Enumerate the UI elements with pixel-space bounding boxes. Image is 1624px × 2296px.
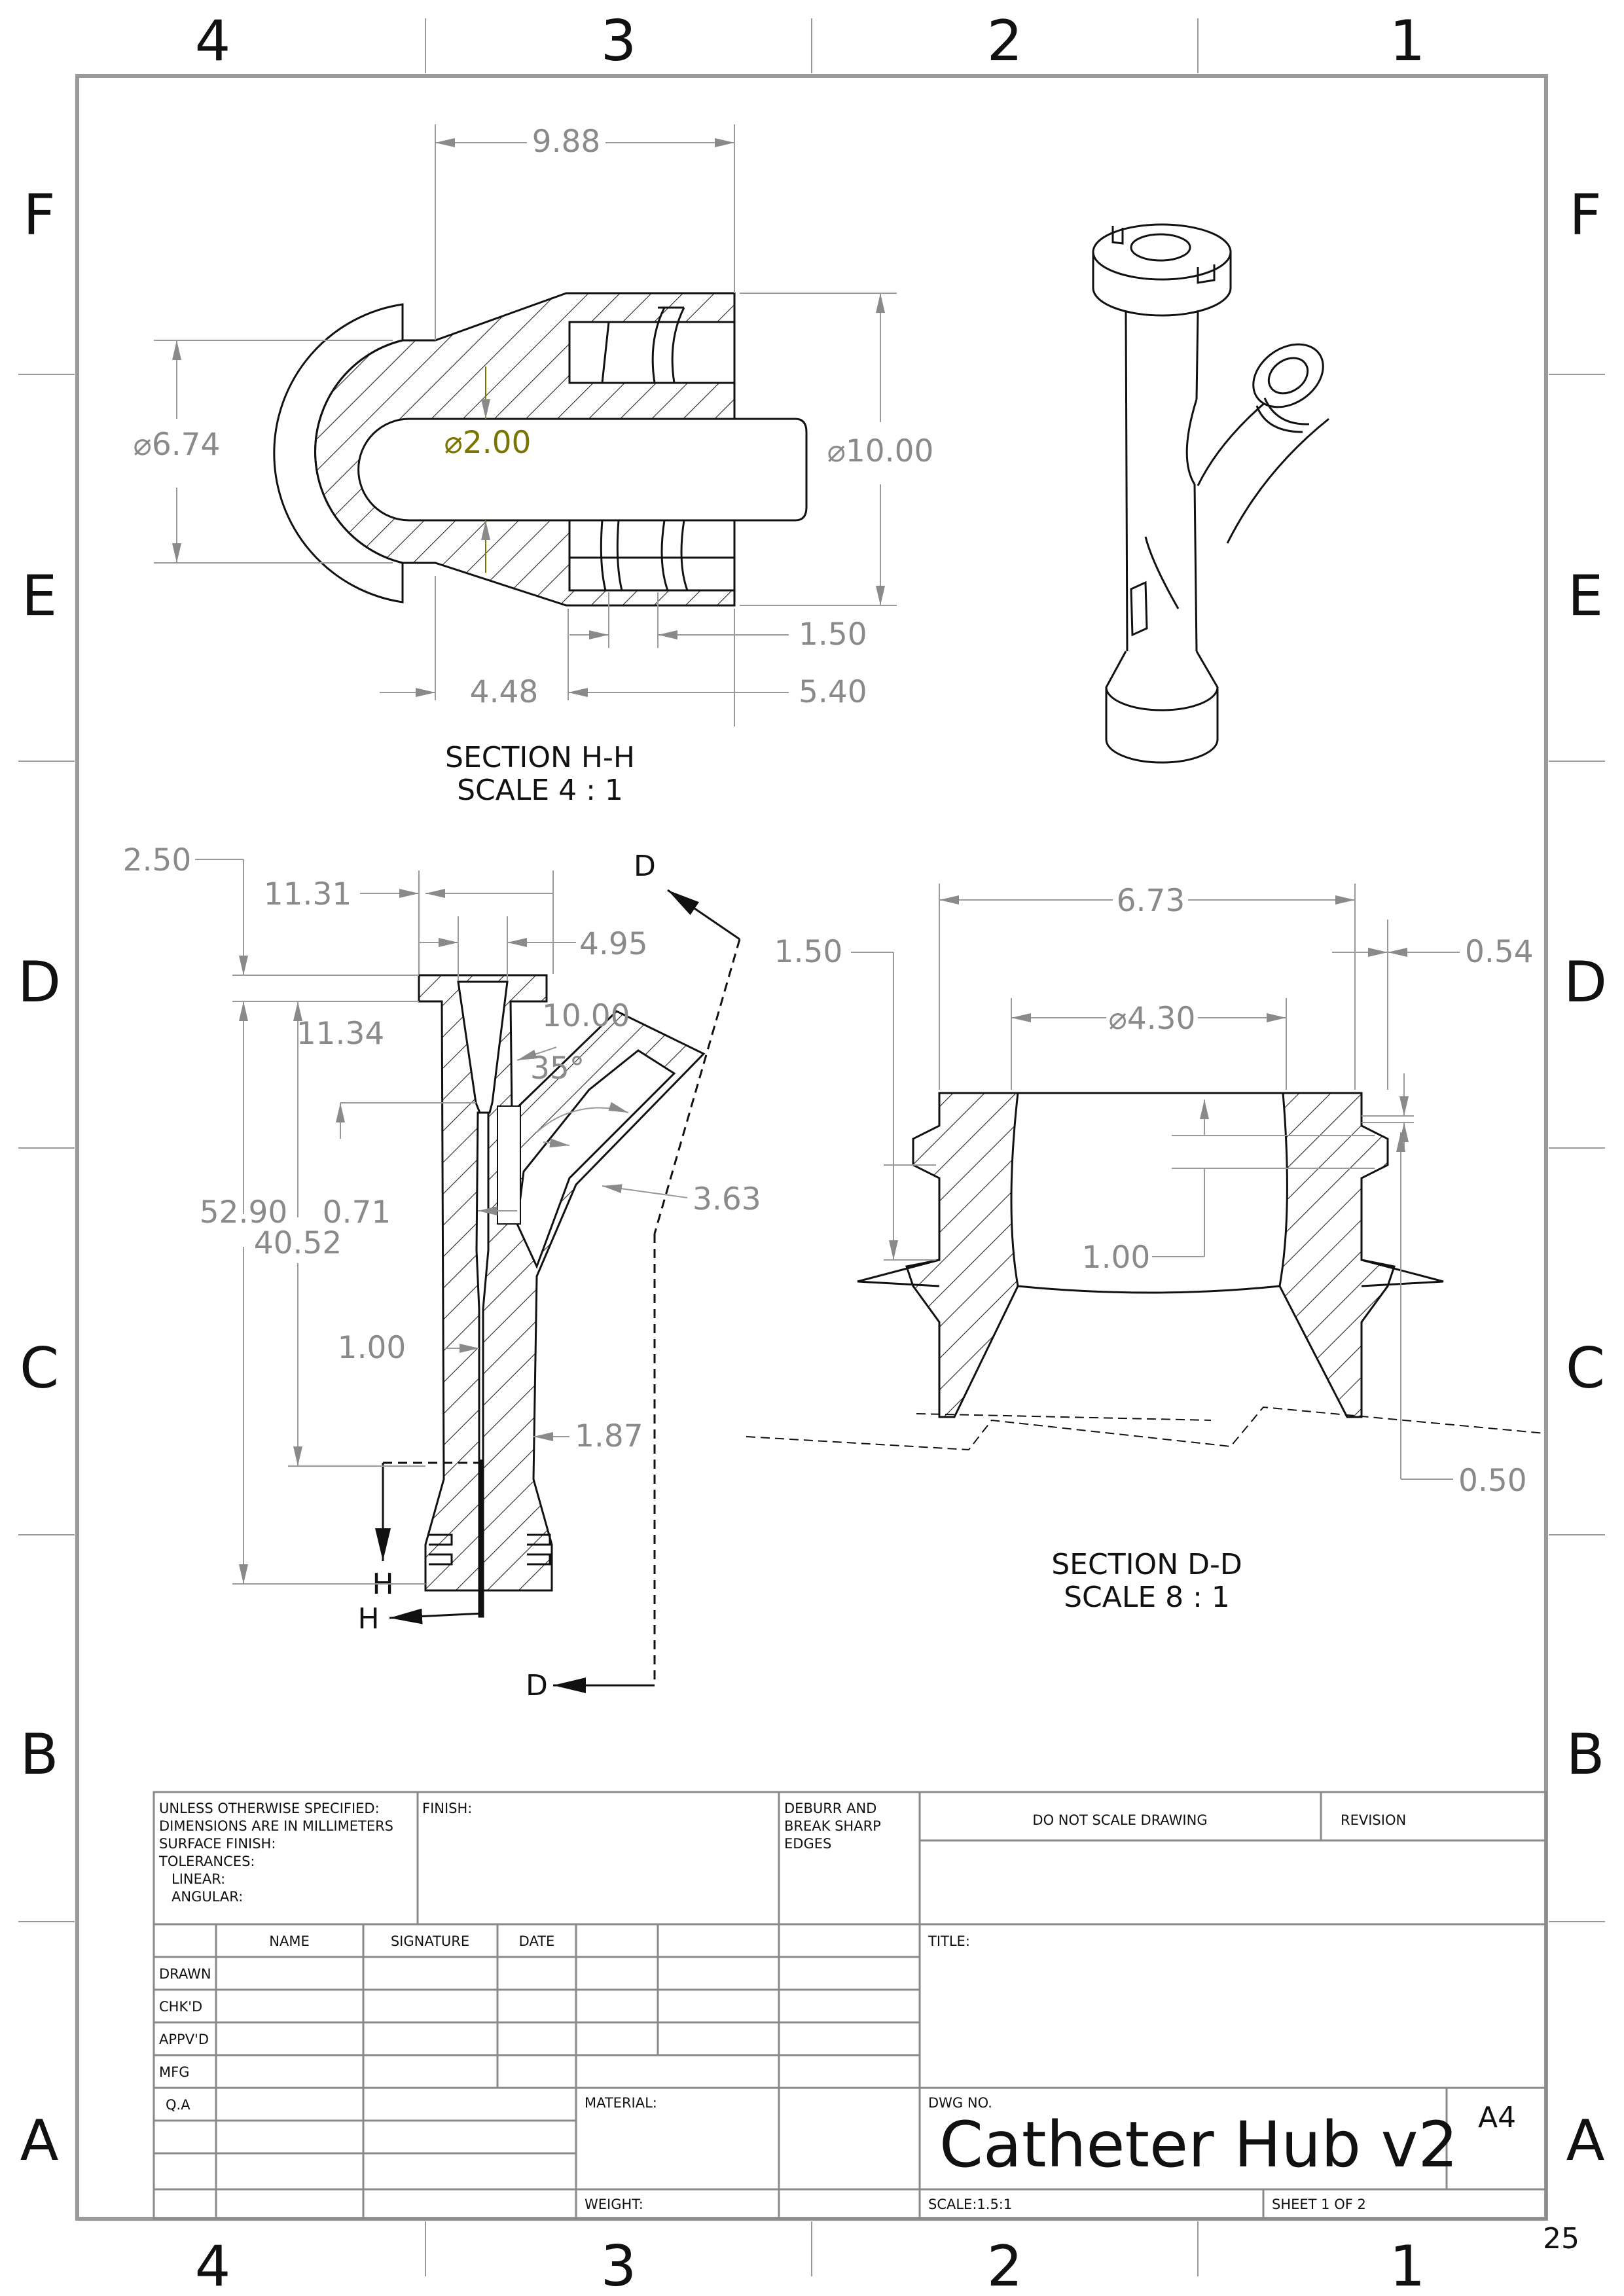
dim-front-1-87: 1.87	[575, 1418, 643, 1454]
dim-hh-9-88: 9.88	[532, 124, 601, 160]
tb-row-drawn: DRAWN	[159, 1966, 211, 1982]
zone-row-e-left: E	[22, 564, 57, 629]
tb-finish: FINISH:	[422, 1801, 472, 1816]
dim-hh-dia-10-00: ⌀10.00	[827, 433, 934, 469]
dim-front-4-95: 4.95	[579, 926, 648, 962]
front-view-body	[418, 974, 706, 1592]
tb-deburr-3: EDGES	[784, 1836, 831, 1852]
zone-labels: 4 3 2 1 4 3 2 1 F E D C B A F E D C B A	[18, 9, 1607, 2296]
dim-hh-1-50: 1.50	[799, 617, 867, 653]
dim-hh-dia-2-00: ⌀2.00	[444, 425, 532, 461]
tb-material: MATERIAL:	[585, 2095, 657, 2111]
dim-hh-4-48: 4.48	[470, 674, 539, 710]
dim-dd-0-50: 0.50	[1458, 1463, 1527, 1499]
tb-deburr-2: BREAK SHARP	[784, 1818, 881, 1834]
tb-revision: REVISION	[1341, 1812, 1406, 1828]
tb-header-date: DATE	[519, 1933, 555, 1949]
zone-col-2-top: 2	[987, 9, 1023, 74]
title-block: UNLESS OTHERWISE SPECIFIED: DIMENSIONS A…	[153, 1791, 1547, 2220]
tb-weight: WEIGHT:	[585, 2197, 643, 2212]
dim-front-0-71: 0.71	[323, 1194, 391, 1230]
dim-dd-6-73: 6.73	[1117, 883, 1185, 919]
section-hh-scale: SCALE 4 : 1	[457, 774, 623, 807]
dim-front-11-31: 11.31	[264, 876, 352, 912]
dim-front-40-52: 40.52	[254, 1225, 342, 1261]
tb-deburr-1: DEBURR AND	[784, 1801, 876, 1816]
tb-unless-5: LINEAR:	[171, 1871, 225, 1887]
dim-front-35-deg: 35°	[530, 1050, 585, 1086]
cut-label-d-top: D	[634, 850, 656, 883]
tb-size: A4	[1478, 2101, 1516, 2134]
zone-row-b-right: B	[1566, 1722, 1605, 1787]
tb-title-label: TITLE:	[928, 1933, 970, 1949]
dim-front-1-00: 1.00	[338, 1330, 406, 1366]
zone-col-1-top: 1	[1390, 9, 1426, 74]
zone-col-2-bottom: 2	[987, 2234, 1023, 2296]
zone-col-4-top: 4	[195, 9, 231, 74]
zone-row-d-right: D	[1564, 950, 1607, 1015]
zone-row-b-left: B	[20, 1722, 59, 1787]
section-dd-view: 6.73 1.50 0.54 ⌀4.30 1.00 0.50 SECTION D…	[746, 883, 1545, 1614]
tb-row-chkd: CHK'D	[159, 1999, 202, 2015]
tb-unless-2: DIMENSIONS ARE IN MILLIMETERS	[159, 1818, 393, 1834]
section-dd-left-wall	[905, 1092, 1019, 1418]
tb-unless-4: TOLERANCES:	[158, 1854, 255, 1869]
section-dd-title: SECTION D-D	[1051, 1548, 1242, 1581]
tb-unless-1: UNLESS OTHERWISE SPECIFIED:	[159, 1801, 380, 1816]
zone-col-3-bottom: 3	[601, 2234, 637, 2296]
section-hh-title: SECTION H-H	[445, 741, 635, 774]
isometric-view	[1092, 223, 1329, 764]
section-dd-right-wall	[1278, 1092, 1396, 1418]
tb-scale: SCALE:1.5:1	[928, 2197, 1012, 2212]
section-hh-view: 9.88 ⌀6.74 ⌀2.00 ⌀10.00 1.50 4.48 5.40 S…	[134, 124, 934, 807]
zone-row-a-left: A	[20, 2108, 59, 2174]
zone-col-1-bottom: 1	[1390, 2234, 1426, 2296]
dim-front-3-63: 3.63	[693, 1181, 761, 1217]
dim-front-52-90: 52.90	[200, 1194, 288, 1230]
cut-label-d-bottom: D	[526, 1669, 548, 1702]
tb-unless-6: ANGULAR:	[171, 1889, 243, 1905]
front-view: D D H H 2.50 11.31 4.	[123, 842, 761, 1702]
dim-front-10-00: 10.00	[542, 998, 630, 1034]
dim-dd-0-54: 0.54	[1465, 934, 1534, 970]
zone-col-4-bottom: 4	[195, 2234, 231, 2296]
dim-dd-dia-4-30: ⌀4.30	[1109, 1001, 1196, 1037]
zone-row-f-left: F	[23, 183, 55, 248]
dim-hh-5-40: 5.40	[799, 674, 867, 710]
tb-sheet: SHEET 1 OF 2	[1272, 2197, 1366, 2212]
zone-row-e-right: E	[1568, 564, 1603, 629]
tb-row-mfg: MFG	[159, 2064, 189, 2080]
tb-row-appvd: APPV'D	[159, 2032, 209, 2047]
tb-do-not-scale: DO NOT SCALE DRAWING	[1032, 1812, 1207, 1828]
tb-dwg-no-label: DWG NO.	[928, 2095, 992, 2111]
tb-header-name: NAME	[269, 1933, 309, 1949]
zone-row-c-right: C	[1566, 1336, 1605, 1401]
page-number: 25	[1543, 2222, 1579, 2255]
dim-dd-1-50: 1.50	[774, 934, 843, 970]
dim-dd-1-00: 1.00	[1082, 1240, 1151, 1276]
dim-front-2-50: 2.50	[123, 842, 192, 878]
tb-unless-3: SURFACE FINISH:	[159, 1836, 276, 1852]
cut-label-h-horizontal: H	[357, 1602, 379, 1636]
tb-row-qa: Q.A	[166, 2097, 190, 2113]
section-dd-scale: SCALE 8 : 1	[1064, 1581, 1230, 1614]
tb-dwg-no: Catheter Hub v2	[939, 2108, 1458, 2181]
zone-row-a-right: A	[1566, 2108, 1605, 2174]
dim-hh-dia-6-74: ⌀6.74	[134, 427, 221, 463]
zone-row-f-right: F	[1569, 183, 1601, 248]
zone-row-d-left: D	[18, 950, 61, 1015]
zone-row-c-left: C	[20, 1336, 59, 1401]
dim-front-11-34: 11.34	[297, 1016, 385, 1052]
zone-col-3-top: 3	[601, 9, 637, 74]
tb-header-signature: SIGNATURE	[391, 1933, 469, 1949]
